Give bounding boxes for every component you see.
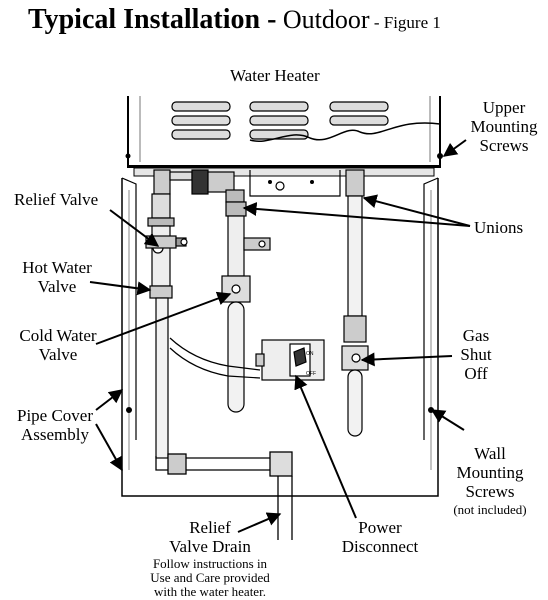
label-hot-water-valve: Hot Water Valve — [22, 258, 92, 296]
label-power-disconnect: Power Disconnect — [341, 518, 419, 556]
switch-on-text: ON — [306, 351, 314, 357]
title-bold: Typical Installation - — [28, 4, 277, 35]
figure-title: Typical Installation - Outdoor - Figure … — [28, 6, 441, 34]
wall-screw-left — [126, 407, 132, 413]
label-wall-mounting-screws: Wall Mounting Screws — [456, 444, 524, 501]
title-figure: - Figure 1 — [369, 13, 441, 32]
hot-water-pipe — [147, 193, 175, 459]
label-pipe-cover-assembly: Pipe Cover Assembly — [16, 406, 94, 444]
gas-pipe — [341, 195, 369, 437]
label-upper-mounting-screws: Upper Mounting Screws — [470, 98, 538, 155]
label-cold-water-valve: Cold Water Valve — [19, 326, 97, 364]
label-not-included: (not included) — [453, 502, 527, 517]
switch-off-text: OFF — [306, 371, 316, 377]
water-heater-body — [125, 96, 443, 197]
label-relief-valve-drain: Relief Valve Drain — [169, 518, 251, 556]
pipe-cover-assembly — [121, 177, 439, 497]
label-water-heater: Water Heater — [230, 66, 320, 85]
title-location: Outdoor — [276, 5, 370, 34]
callout-arrows — [89, 139, 471, 533]
conduit — [169, 337, 261, 371]
label-gas-shut-off: Gas Shut Off — [460, 326, 492, 383]
cold-water-pipe — [221, 201, 271, 413]
drain-note: Follow instructions in Use and Care prov… — [150, 556, 270, 599]
power-disconnect-box — [255, 339, 325, 381]
label-unions: Unions — [474, 218, 524, 237]
relief-drain-pipe — [155, 451, 293, 540]
label-relief-valve: Relief Valve — [14, 190, 99, 209]
